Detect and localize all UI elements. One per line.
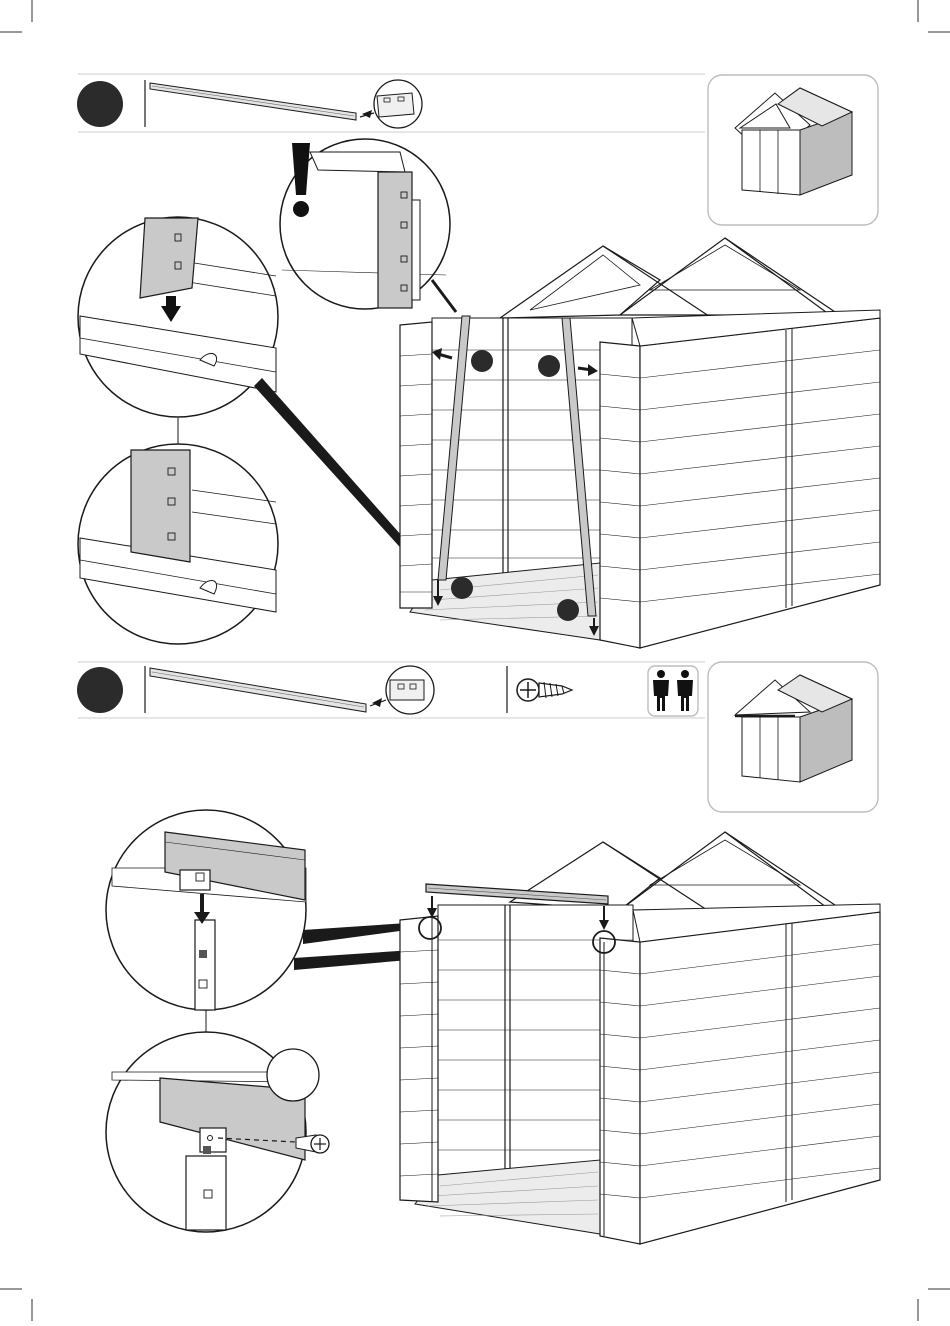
- badge-c: [451, 577, 473, 599]
- rail-profile-icon: [150, 668, 366, 712]
- warning-detail-circle: [280, 139, 456, 312]
- step-1-header: [77, 74, 705, 132]
- rail-end-detail-icon: [360, 80, 422, 128]
- step-2-header: [77, 662, 705, 718]
- two-person-icon: [648, 666, 698, 716]
- structure-step-1: [400, 238, 880, 648]
- zoom-detail-screw: [106, 1032, 329, 1232]
- badge-d: [557, 599, 579, 621]
- greenhouse-overview-icon: [708, 75, 878, 225]
- rail-profile-icon: [150, 83, 356, 120]
- step-2-badge: [77, 667, 123, 713]
- badge-a: [471, 350, 493, 372]
- screw-icon: [517, 679, 572, 701]
- step-1: [77, 74, 880, 648]
- zoom-detail-seated: [78, 444, 278, 644]
- zoom-detail-beam-drop: [106, 810, 306, 1010]
- structure-step-2: [400, 832, 880, 1244]
- rail-end-detail-icon: [370, 666, 434, 714]
- zoom-detail-insert: [78, 217, 278, 417]
- badge-b: [538, 355, 560, 377]
- step-2: [77, 662, 880, 1244]
- greenhouse-overview-icon: [708, 662, 878, 812]
- step-1-badge: [77, 81, 123, 127]
- detail-badge: [267, 1049, 319, 1101]
